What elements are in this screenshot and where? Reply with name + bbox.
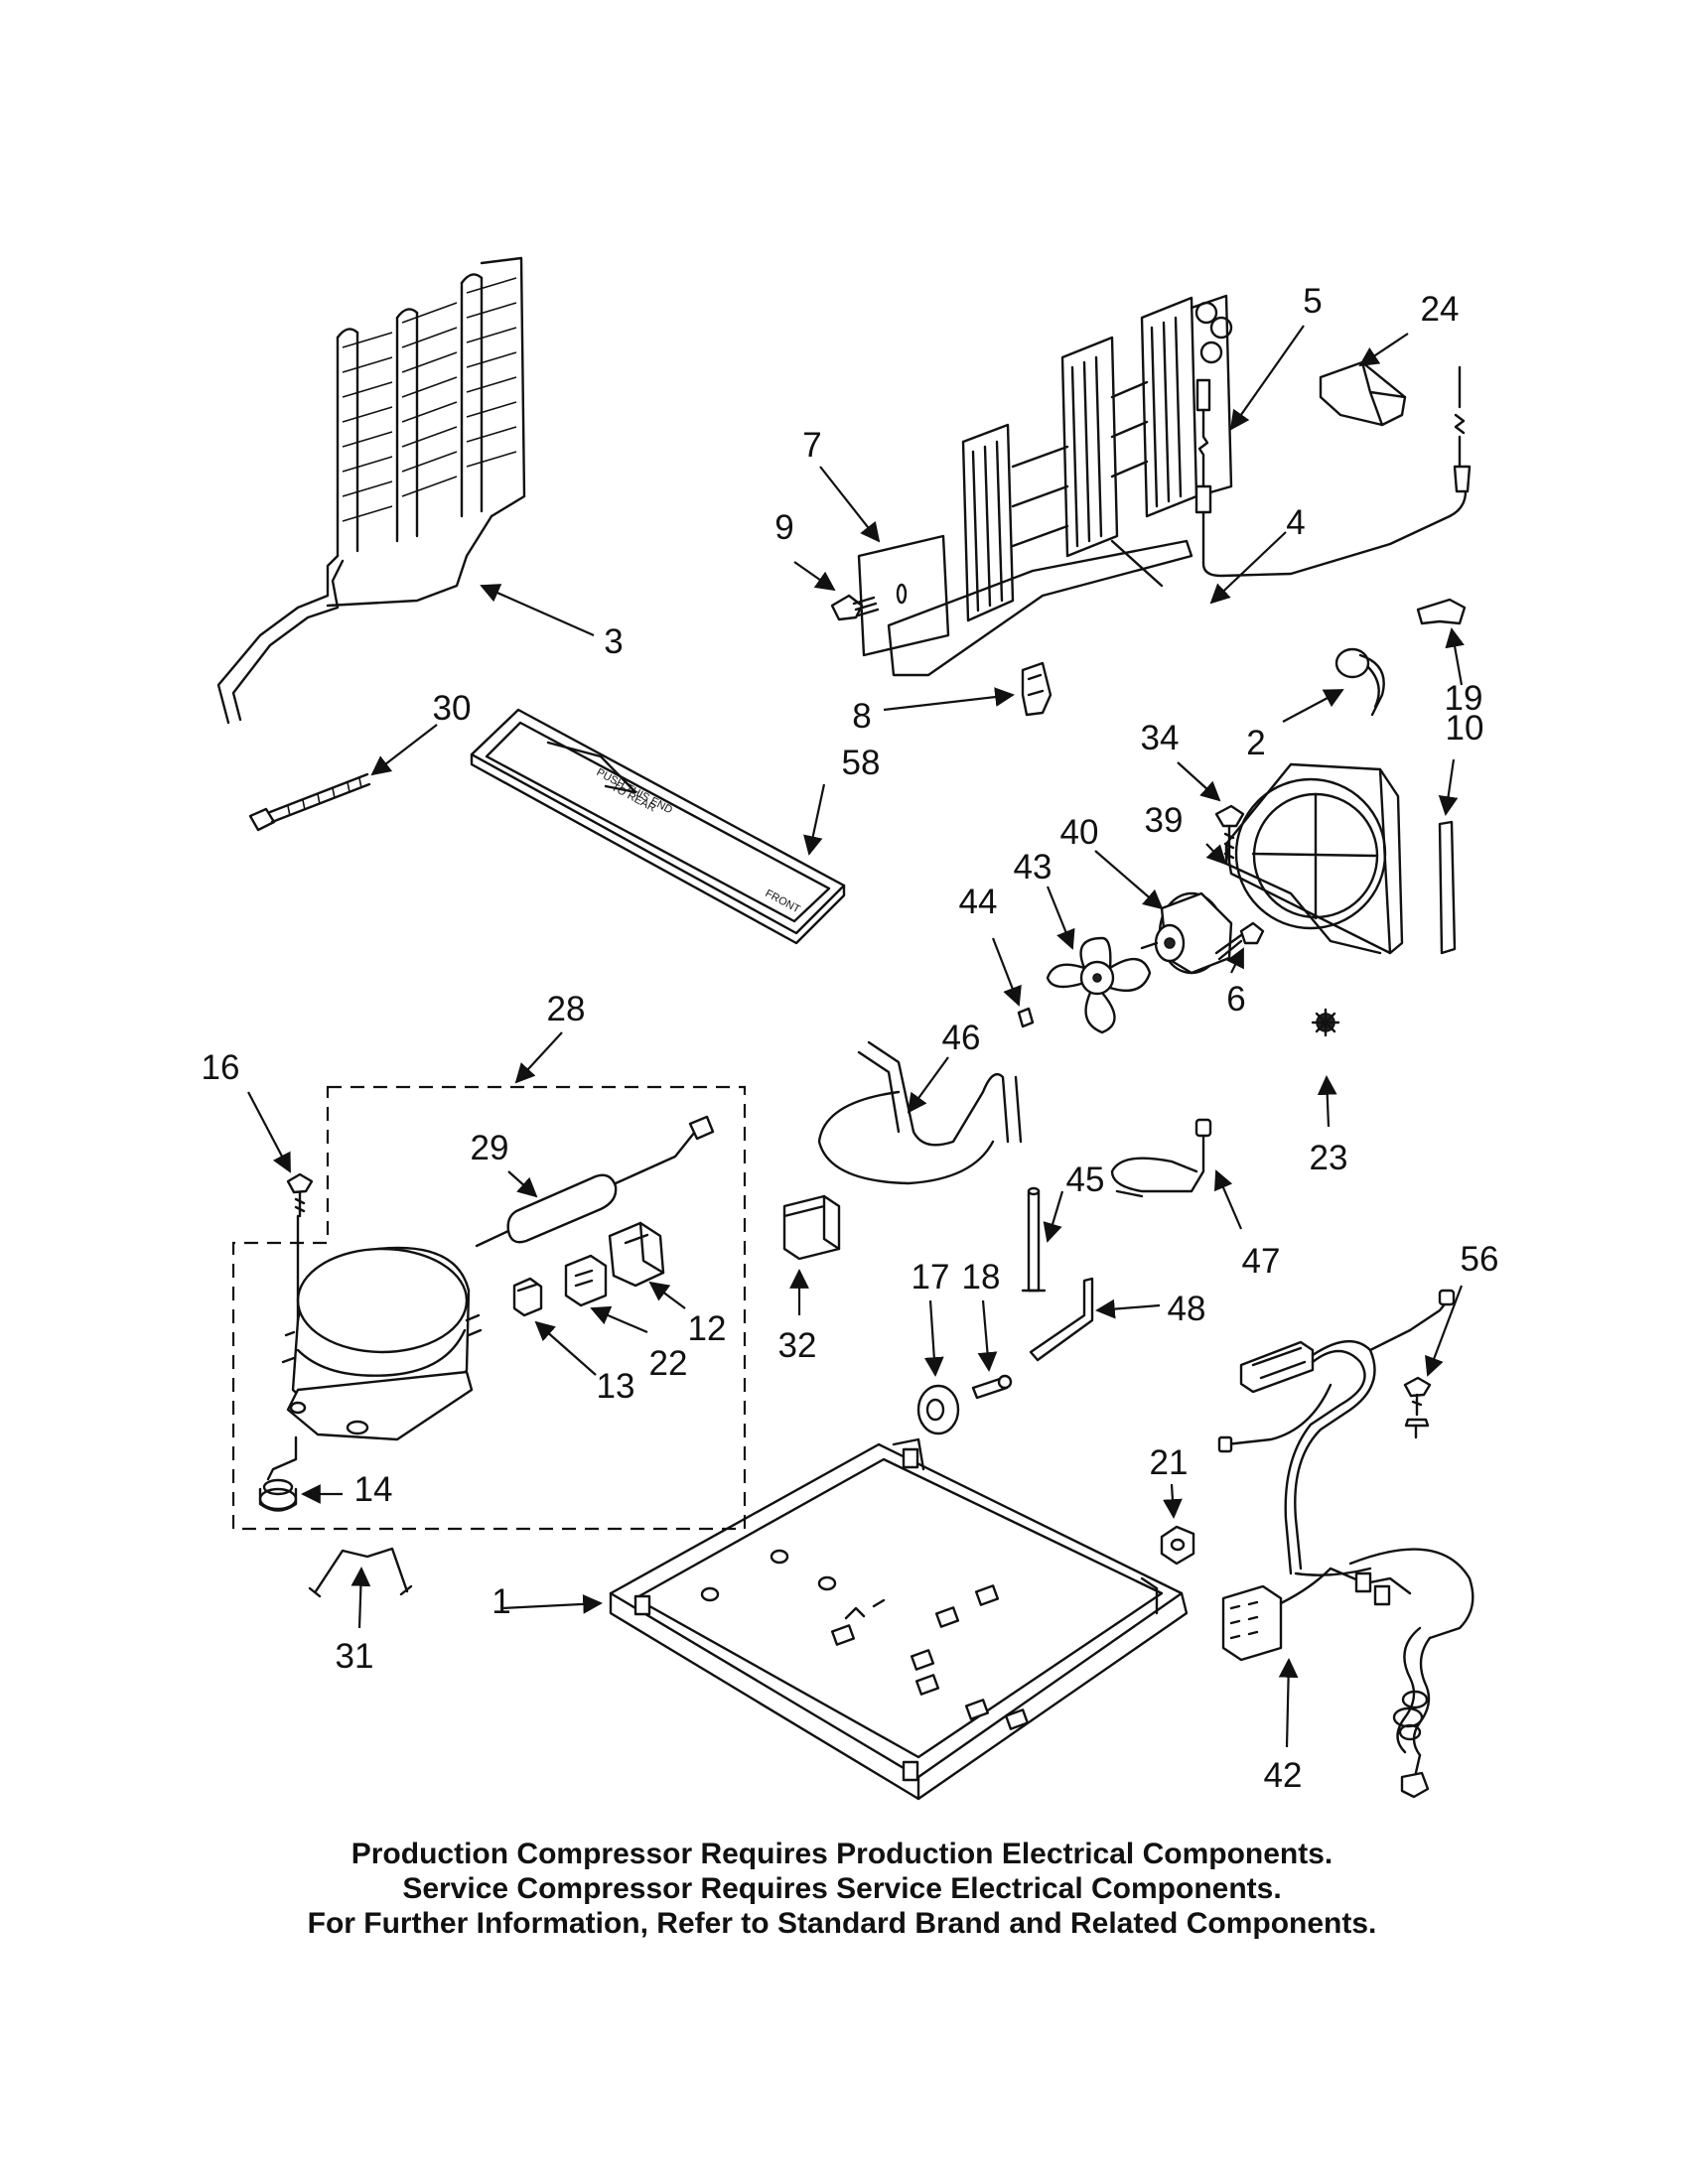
note-further-information: For Further Information, Refer to Standa… xyxy=(307,1907,1377,1940)
screw-9 xyxy=(830,594,880,621)
strip-10 xyxy=(1438,820,1457,955)
nut-21 xyxy=(1160,1525,1195,1566)
callout-6: 6 xyxy=(1226,980,1245,1019)
relay-32 xyxy=(782,1194,841,1261)
callout-7: 7 xyxy=(802,426,821,465)
callout-40: 40 xyxy=(1060,813,1099,852)
callout-32: 32 xyxy=(778,1326,817,1365)
axle-18 xyxy=(971,1374,1013,1400)
callout-21: 21 xyxy=(1150,1443,1189,1482)
overload-12 xyxy=(608,1221,665,1288)
cable-tie-30 xyxy=(248,772,371,832)
clip-19 xyxy=(1416,598,1467,625)
callout-46: 46 xyxy=(942,1019,981,1057)
drip-tray-58: PUSH THIS END TO REAR FRONT xyxy=(470,708,846,945)
callout-17: 17 xyxy=(912,1258,950,1297)
compressor xyxy=(266,1214,483,1481)
callout-2: 2 xyxy=(1246,724,1265,762)
relay-22 xyxy=(564,1254,608,1307)
roller-17 xyxy=(916,1384,960,1435)
fan-shroud-39 xyxy=(1224,762,1404,955)
fan-blade-43 xyxy=(1046,936,1152,1034)
callout-16: 16 xyxy=(202,1048,240,1087)
capacitor-29 xyxy=(475,1115,715,1248)
nut-23 xyxy=(1311,1008,1340,1037)
callout-47: 47 xyxy=(1242,1242,1281,1281)
wire-harness-42 xyxy=(1217,1289,1474,1799)
callout-29: 29 xyxy=(471,1129,509,1167)
cover-24 xyxy=(1319,360,1407,427)
fan-motor-40 xyxy=(1140,891,1233,975)
callout-48: 48 xyxy=(1168,1290,1206,1328)
callout-23: 23 xyxy=(1310,1139,1348,1177)
callout-8: 8 xyxy=(852,697,871,736)
callout-30: 30 xyxy=(433,689,472,728)
callout-56: 56 xyxy=(1461,1240,1499,1279)
callout-31: 31 xyxy=(336,1637,374,1676)
mounting-bracket xyxy=(857,534,950,657)
clip-44 xyxy=(1017,1007,1035,1028)
callout-43: 43 xyxy=(1014,848,1052,887)
callout-39: 39 xyxy=(1145,801,1184,840)
clip-31 xyxy=(308,1547,413,1598)
footer-notes: Production Compressor Requires Productio… xyxy=(0,1837,1684,1941)
tube-47 xyxy=(1110,1118,1212,1198)
note-production-compressor: Production Compressor Requires Productio… xyxy=(351,1838,1333,1870)
pin-45 xyxy=(1021,1186,1047,1293)
callout-19: 19 xyxy=(1445,679,1483,718)
callout-labels: 1 2 3 4 5 6 7 8 9 10 12 13 14 16 17 18 1… xyxy=(202,282,1499,1795)
kit-boundary-28 xyxy=(231,1085,747,1531)
drain-tube-46 xyxy=(817,1040,1023,1185)
callout-58: 58 xyxy=(842,744,881,782)
callout-22: 22 xyxy=(649,1344,688,1383)
callout-34: 34 xyxy=(1141,719,1180,757)
callout-45: 45 xyxy=(1066,1160,1105,1199)
condenser-coil xyxy=(216,256,526,725)
note-service-compressor: Service Compressor Requires Service Elec… xyxy=(402,1872,1282,1905)
callout-10: 10 xyxy=(1446,709,1484,748)
callout-44: 44 xyxy=(959,883,998,921)
callout-9: 9 xyxy=(774,508,793,547)
callout-12: 12 xyxy=(688,1309,727,1348)
callout-1: 1 xyxy=(491,1582,510,1621)
screw-16 xyxy=(286,1172,314,1218)
base-frame-1 xyxy=(609,1437,1189,1801)
screw-56 xyxy=(1403,1376,1432,1439)
callout-14: 14 xyxy=(354,1470,393,1509)
thermistor-4 xyxy=(1194,365,1472,578)
callout-28: 28 xyxy=(547,990,586,1028)
screw-34 xyxy=(1214,804,1245,864)
evaporator-coil xyxy=(887,294,1233,677)
harness-2 xyxy=(1334,647,1385,717)
callout-3: 3 xyxy=(604,622,623,661)
callout-4: 4 xyxy=(1286,503,1305,542)
grommet-14 xyxy=(258,1478,298,1512)
callout-13: 13 xyxy=(597,1367,635,1406)
pin-48 xyxy=(1029,1277,1094,1362)
callout-24: 24 xyxy=(1421,290,1460,329)
clip-8 xyxy=(1021,661,1052,717)
callout-5: 5 xyxy=(1303,282,1322,321)
callout-42: 42 xyxy=(1264,1756,1303,1795)
callout-18: 18 xyxy=(962,1258,1001,1297)
connector-13 xyxy=(512,1277,543,1317)
